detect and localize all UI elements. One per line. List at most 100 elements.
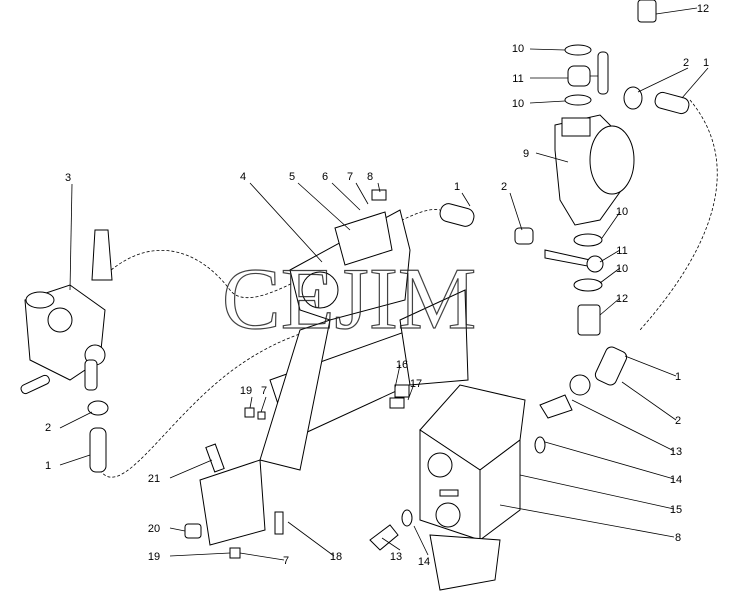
leader-line (461, 192, 471, 207)
callout-number: 21 (148, 473, 160, 485)
callout-1: 1 (454, 181, 471, 207)
callout-18: 18 (287, 521, 342, 563)
callout-13: 13 (571, 399, 682, 458)
leader-line (407, 383, 415, 401)
callout-number: 2 (675, 415, 681, 427)
callout-number: 13 (390, 551, 402, 563)
leader-line (529, 100, 566, 104)
callout-8: 8 (499, 504, 681, 544)
callout-number: 17 (410, 378, 422, 390)
callout-14: 14 (413, 525, 430, 568)
leader-line (599, 267, 621, 284)
callout-number: 18 (330, 551, 342, 563)
callout-3: 3 (65, 172, 73, 291)
callout-number: 9 (523, 148, 529, 160)
callout-13: 13 (381, 537, 402, 563)
leader-line (529, 48, 566, 51)
callout-2: 2 (501, 181, 523, 231)
callout-1: 1 (681, 57, 709, 99)
callout-number: 15 (670, 504, 682, 516)
callout-16: 16 (394, 359, 408, 389)
callout-number: 5 (289, 171, 295, 183)
leader-line (169, 527, 186, 532)
callout-number: 11 (616, 245, 627, 257)
callout-number: 1 (45, 460, 51, 472)
leader-line (394, 364, 401, 389)
callout-11: 11 (512, 73, 568, 85)
callout-number: 14 (418, 556, 430, 568)
leader-line (381, 537, 401, 551)
callout-number: 1 (454, 181, 460, 193)
callout-7: 7 (239, 552, 289, 567)
callout-1: 1 (624, 355, 681, 383)
leader-line (601, 211, 621, 239)
leader-line (509, 192, 523, 231)
callout-7: 7 (347, 171, 369, 205)
callout-5: 5 (289, 171, 351, 231)
callout-number: 4 (240, 171, 246, 183)
callout-4: 4 (240, 171, 323, 263)
callout-10: 10 (601, 206, 628, 239)
callout-19: 19 (240, 385, 253, 409)
callout-number: 14 (670, 474, 682, 486)
leader-line (287, 521, 335, 557)
leader-line (544, 441, 675, 480)
callout-number: 12 (697, 3, 709, 15)
fittings-right-column (539, 233, 628, 419)
callout-number: 7 (347, 171, 353, 183)
leader-line (169, 552, 231, 557)
leader-line (355, 182, 369, 205)
leader-line (624, 355, 677, 377)
bracket-4 (199, 189, 534, 546)
callout-10: 10 (512, 43, 566, 55)
filter-housing-15 (369, 384, 546, 591)
callout-number: 13 (670, 446, 682, 458)
callout-number: 16 (396, 359, 408, 371)
callout-12: 12 (599, 293, 628, 316)
leader-line (69, 183, 73, 291)
leader-line (637, 67, 689, 93)
valve-3 (20, 229, 113, 473)
leader-line (377, 182, 381, 193)
callout-2: 2 (45, 411, 93, 434)
callout-6: 6 (322, 171, 361, 211)
callout-number: 10 (616, 206, 628, 218)
leader-line (249, 396, 253, 409)
leader-line (297, 182, 351, 231)
leader-line (681, 67, 709, 99)
leader-line (59, 454, 91, 466)
callout-number: 12 (616, 293, 628, 305)
callout-7: 7 (260, 385, 267, 413)
callout-number: 7 (283, 555, 289, 567)
callout-number: 10 (512, 98, 524, 110)
callout-number: 8 (367, 171, 373, 183)
callout-number: 2 (45, 422, 51, 434)
leader-line (599, 297, 621, 316)
callout-2: 2 (621, 381, 681, 427)
leader-line (260, 396, 267, 413)
leader-line (239, 552, 285, 561)
callout-number: 3 (65, 172, 71, 184)
callout-number: 2 (501, 181, 507, 193)
fasteners (184, 407, 459, 559)
callout-11: 11 (599, 245, 628, 263)
callout-number: 10 (512, 43, 524, 55)
callout-15: 15 (519, 474, 682, 516)
callout-9: 9 (523, 148, 569, 163)
callout-12: 12 (655, 3, 709, 15)
callout-2: 2 (637, 57, 689, 93)
callout-number: 2 (683, 57, 689, 69)
callout-number: 7 (261, 385, 267, 397)
pump-body-9 (554, 0, 690, 226)
callout-number: 19 (240, 385, 252, 397)
leader-line (331, 182, 361, 211)
callout-number: 1 (703, 57, 709, 69)
callout-number: 10 (616, 263, 628, 275)
leader-line (571, 399, 675, 452)
callout-number: 8 (675, 532, 681, 544)
callout-number: 11 (512, 73, 523, 85)
leader-line (249, 182, 323, 263)
callout-20: 20 (148, 523, 186, 535)
